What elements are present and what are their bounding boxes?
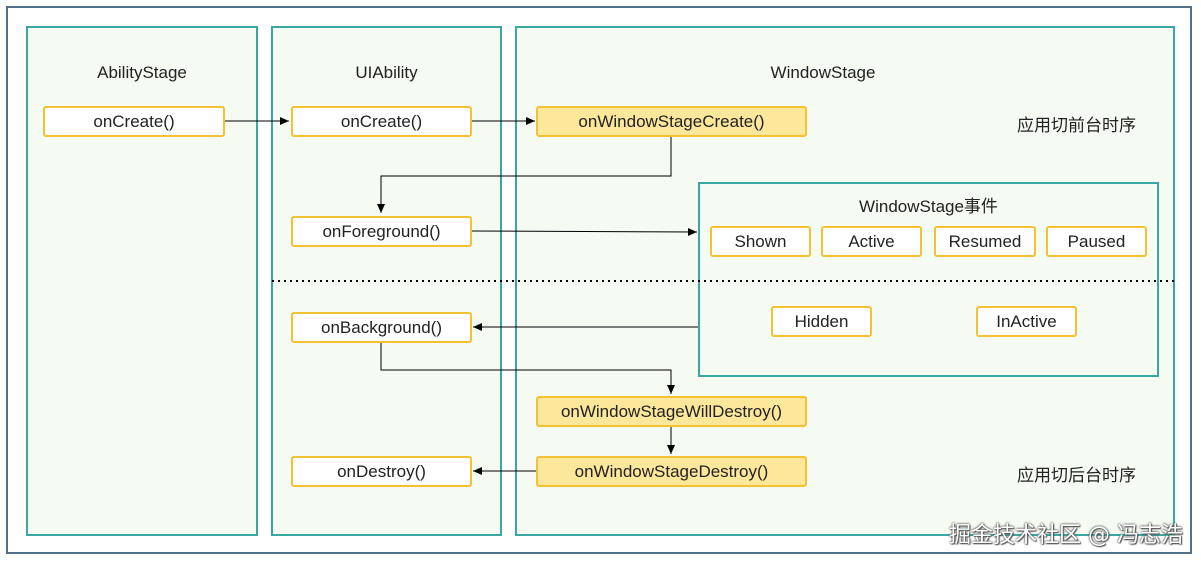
label-background-sequence: 应用切后台时序 bbox=[1017, 466, 1136, 485]
node-ability-on-create: onCreate() bbox=[291, 106, 472, 137]
node-on-background: onBackground() bbox=[291, 312, 472, 343]
events-title: WindowStage事件 bbox=[859, 197, 998, 216]
arrow-window-create-to-foreground bbox=[377, 137, 672, 213]
event-active: Active bbox=[821, 226, 922, 257]
watermark: 掘金技术社区 @ 冯志浩 bbox=[949, 523, 1183, 548]
label-foreground-sequence: 应用切前台时序 bbox=[1017, 116, 1136, 135]
event-paused: Paused bbox=[1046, 226, 1147, 257]
event-inactive: InActive bbox=[976, 306, 1077, 337]
node-on-window-stage-create: onWindowStageCreate() bbox=[536, 106, 807, 137]
event-hidden: Hidden bbox=[771, 306, 872, 337]
node-stage-on-create: onCreate() bbox=[43, 106, 225, 137]
event-shown: Shown bbox=[710, 226, 811, 257]
event-resumed: Resumed bbox=[934, 226, 1036, 257]
lane-title-ability-stage: AbilityStage bbox=[97, 63, 187, 82]
lane-title-ui-ability: UIAbility bbox=[355, 63, 418, 82]
lane-title-window-stage: WindowStage bbox=[770, 63, 876, 82]
window-stage-events-panel: WindowStage事件 bbox=[698, 182, 1159, 377]
node-on-destroy: onDestroy() bbox=[291, 456, 472, 487]
arrow-foreground-to-events bbox=[471, 227, 698, 236]
arrow-background-to-will-destroy bbox=[380, 343, 675, 394]
node-on-window-stage-destroy: onWindowStageDestroy() bbox=[536, 456, 807, 487]
node-on-foreground: onForeground() bbox=[291, 216, 472, 247]
node-on-window-stage-will-destroy: onWindowStageWillDestroy() bbox=[536, 396, 807, 427]
